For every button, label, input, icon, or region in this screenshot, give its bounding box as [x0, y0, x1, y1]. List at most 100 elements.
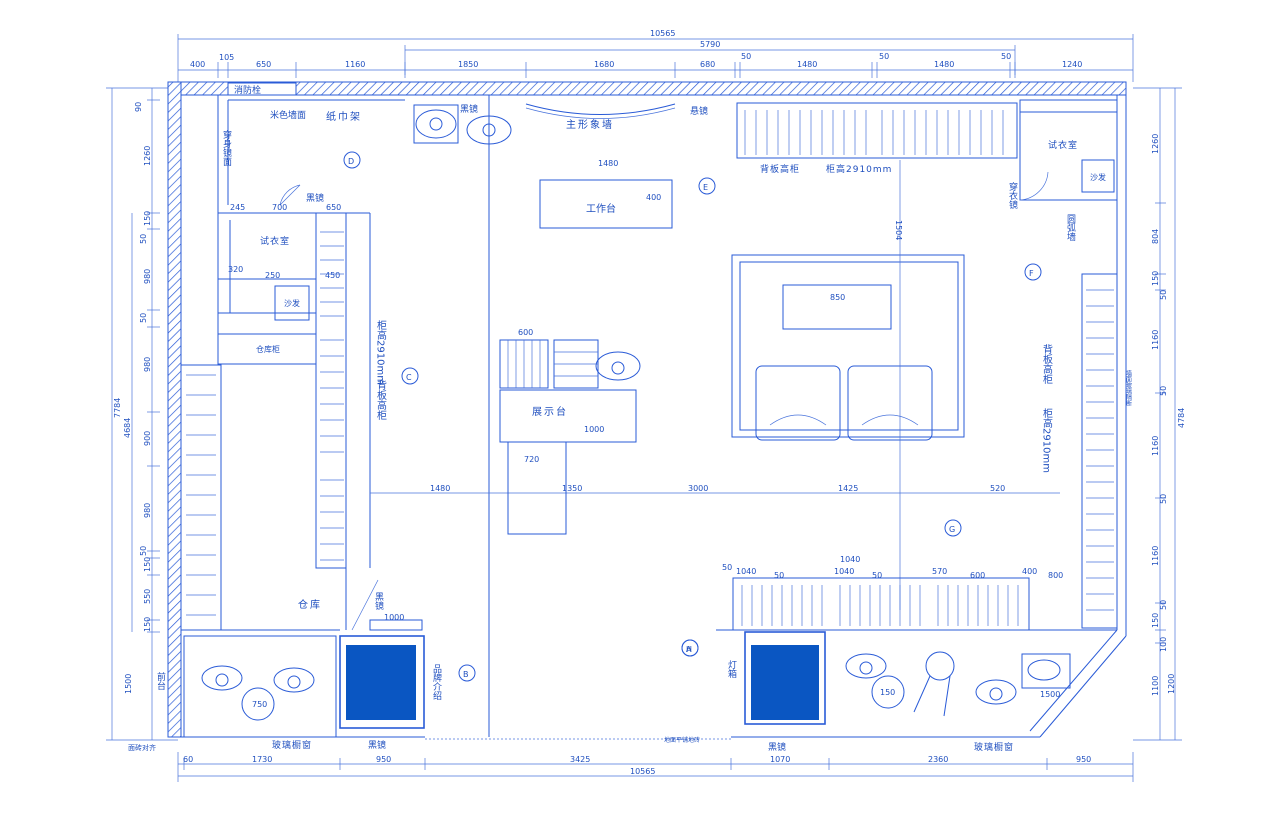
- dim-int-30: 50: [722, 563, 732, 572]
- dim-left-10: 150: [143, 557, 152, 572]
- dim-left-4: 980: [143, 269, 152, 284]
- black-mirror-block-right: [751, 645, 819, 720]
- dim-int-47: 1000: [384, 613, 404, 622]
- dim-top-6: 680: [700, 60, 715, 69]
- dim-int-33: 1040: [834, 567, 854, 576]
- marker-B: B: [458, 664, 476, 682]
- top-hanger-rails: [744, 110, 1004, 155]
- dim-bottom-6: 950: [1076, 755, 1091, 764]
- dim-left-6: 980: [143, 357, 152, 372]
- dim-int-42: 1500: [1040, 690, 1060, 699]
- dim-total-top: 10565: [650, 29, 675, 38]
- svg-text:C: C: [406, 373, 412, 382]
- dim-int-14: 1350: [562, 484, 582, 493]
- dim-right-9: 50: [1159, 600, 1168, 610]
- dim-int-44: 150: [880, 688, 895, 697]
- dim-bottom-0: 60: [183, 755, 193, 764]
- roll-wall-label: 圆弧墙: [1065, 214, 1076, 242]
- fire-hydrant-label: 消防栓: [234, 84, 261, 96]
- bottom-dimensions: 60 1730 950 3425 1070 2360 950 10565: [177, 752, 1134, 782]
- dim-int-16: 1425: [838, 484, 858, 493]
- dim-top-9: 50: [879, 52, 889, 61]
- tall-shelf-right-label: 背板高柜: [1041, 343, 1053, 385]
- black-mirror-top-label: 黑镜: [460, 103, 478, 115]
- lamp-box-label: 灯箱: [726, 660, 737, 679]
- top-ticks: [217, 62, 1016, 78]
- dim-int-45: 750: [252, 700, 267, 709]
- dim-right-7: 50: [1159, 494, 1168, 504]
- dim-int-0: 1480: [598, 159, 618, 168]
- warehouse-label: 仓库: [298, 598, 322, 611]
- beige-wall-label: 米色墙面: [270, 109, 306, 121]
- left-window-mannequins: 750: [201, 665, 315, 721]
- brand-intro-label: 品牌介绍: [431, 664, 442, 701]
- sofa-left-label: 沙发: [284, 298, 300, 308]
- dim-sub-top: 5790: [700, 40, 720, 49]
- right-zone: 背板高柜 柜高2910mm 试衣室 沙发 穿衣镜 圆弧墙 背板高柜 柜高2910…: [716, 99, 1132, 753]
- dim-top-0: 400: [190, 60, 205, 69]
- back-tall-cabinet-label: 背板高柜: [760, 163, 800, 175]
- dim-int-24: 850: [830, 293, 845, 302]
- left-dimensions: 7784 4684 90 1260 150 50 980 50 980 900 …: [106, 87, 178, 741]
- dim-int-32: 50: [774, 571, 784, 580]
- dim-right-3: 50: [1159, 290, 1168, 300]
- bottom-left-note: 面砖对齐: [128, 743, 156, 752]
- dim-right-1: 804: [1151, 229, 1160, 244]
- svg-text:A: A: [686, 645, 692, 654]
- left-zone: 穿身镜面 米色墙面 纸巾架 试衣室 沙发 黑镜 245 700 650 320 …: [128, 95, 442, 752]
- right-hanger-rails: [1086, 289, 1114, 611]
- dim-left-12: 150: [143, 617, 152, 632]
- tall-shelf-left-label: 背板高柜: [375, 379, 387, 421]
- right-dimensions: 4784 1260 804 150 50 1160 50 1160 50 116…: [1133, 87, 1186, 741]
- cabinet-height-left-label: 柜高2910mm: [375, 319, 387, 385]
- dim-top-12: 1240: [1062, 60, 1082, 69]
- dim-int-36: 600: [970, 571, 985, 580]
- dim-int-39: 800: [1048, 571, 1063, 580]
- dim-top-10: 1480: [934, 60, 954, 69]
- full-mirror-right-label: 穿衣镜: [1007, 181, 1018, 210]
- dim-int-7: 450: [325, 271, 340, 280]
- dim-left-1: 1260: [143, 146, 152, 166]
- dim-int-34: 50: [872, 571, 882, 580]
- dim-bottom-1: 1730: [252, 755, 272, 764]
- dim-bottom-3: 3425: [570, 755, 590, 764]
- black-mirror-mid-label: 黑镜: [373, 592, 384, 611]
- dim-right-12: 1200: [1167, 674, 1176, 694]
- dim-left-13: 1500: [124, 674, 133, 694]
- dim-left-9: 50: [139, 546, 148, 556]
- dim-int-15: 3000: [688, 484, 708, 493]
- dim-left-sub: 4684: [123, 418, 132, 438]
- dim-top-1: 105: [219, 53, 234, 62]
- display-table-label: 展示台: [532, 405, 568, 418]
- front-desk-label: 前台: [155, 671, 166, 691]
- dim-right-10: 150: [1151, 613, 1160, 628]
- marker-H: H: [681, 639, 699, 657]
- dim-int-35: 570: [932, 567, 947, 576]
- dim-bottom-4: 1070: [770, 755, 790, 764]
- dim-left-5: 50: [139, 313, 148, 323]
- dim-int-6: 250: [265, 271, 280, 280]
- marker-E: E: [698, 177, 716, 195]
- dim-bottom-2: 950: [376, 755, 391, 764]
- dim-int-25: 1504: [894, 220, 903, 240]
- marker-C: C: [401, 367, 419, 385]
- dim-int-19: 1000: [584, 425, 604, 434]
- dim-right-0: 1260: [1151, 134, 1160, 154]
- dim-right-5: 50: [1159, 386, 1168, 396]
- dim-int-9: 600: [518, 328, 533, 337]
- svg-text:B: B: [463, 670, 469, 679]
- black-mirror-bottom-right-label: 黑镜: [768, 741, 786, 753]
- dim-bottom-5: 2360: [928, 755, 948, 764]
- bottom-hanger-rails: [741, 585, 1019, 626]
- black-mirror-left-label: 黑镜: [306, 192, 324, 204]
- dim-int-5: 320: [228, 265, 243, 274]
- fitting-room-right-label: 试衣室: [1048, 139, 1078, 151]
- dim-int-23: 400: [646, 193, 661, 202]
- glass-window-right-label: 玻璃橱窗: [974, 741, 1014, 753]
- dim-top-5: 1680: [594, 60, 614, 69]
- dim-int-3: 700: [272, 203, 287, 212]
- dim-top-8: 1480: [797, 60, 817, 69]
- dim-left-8: 980: [143, 503, 152, 518]
- dim-right-total: 4784: [1177, 408, 1186, 428]
